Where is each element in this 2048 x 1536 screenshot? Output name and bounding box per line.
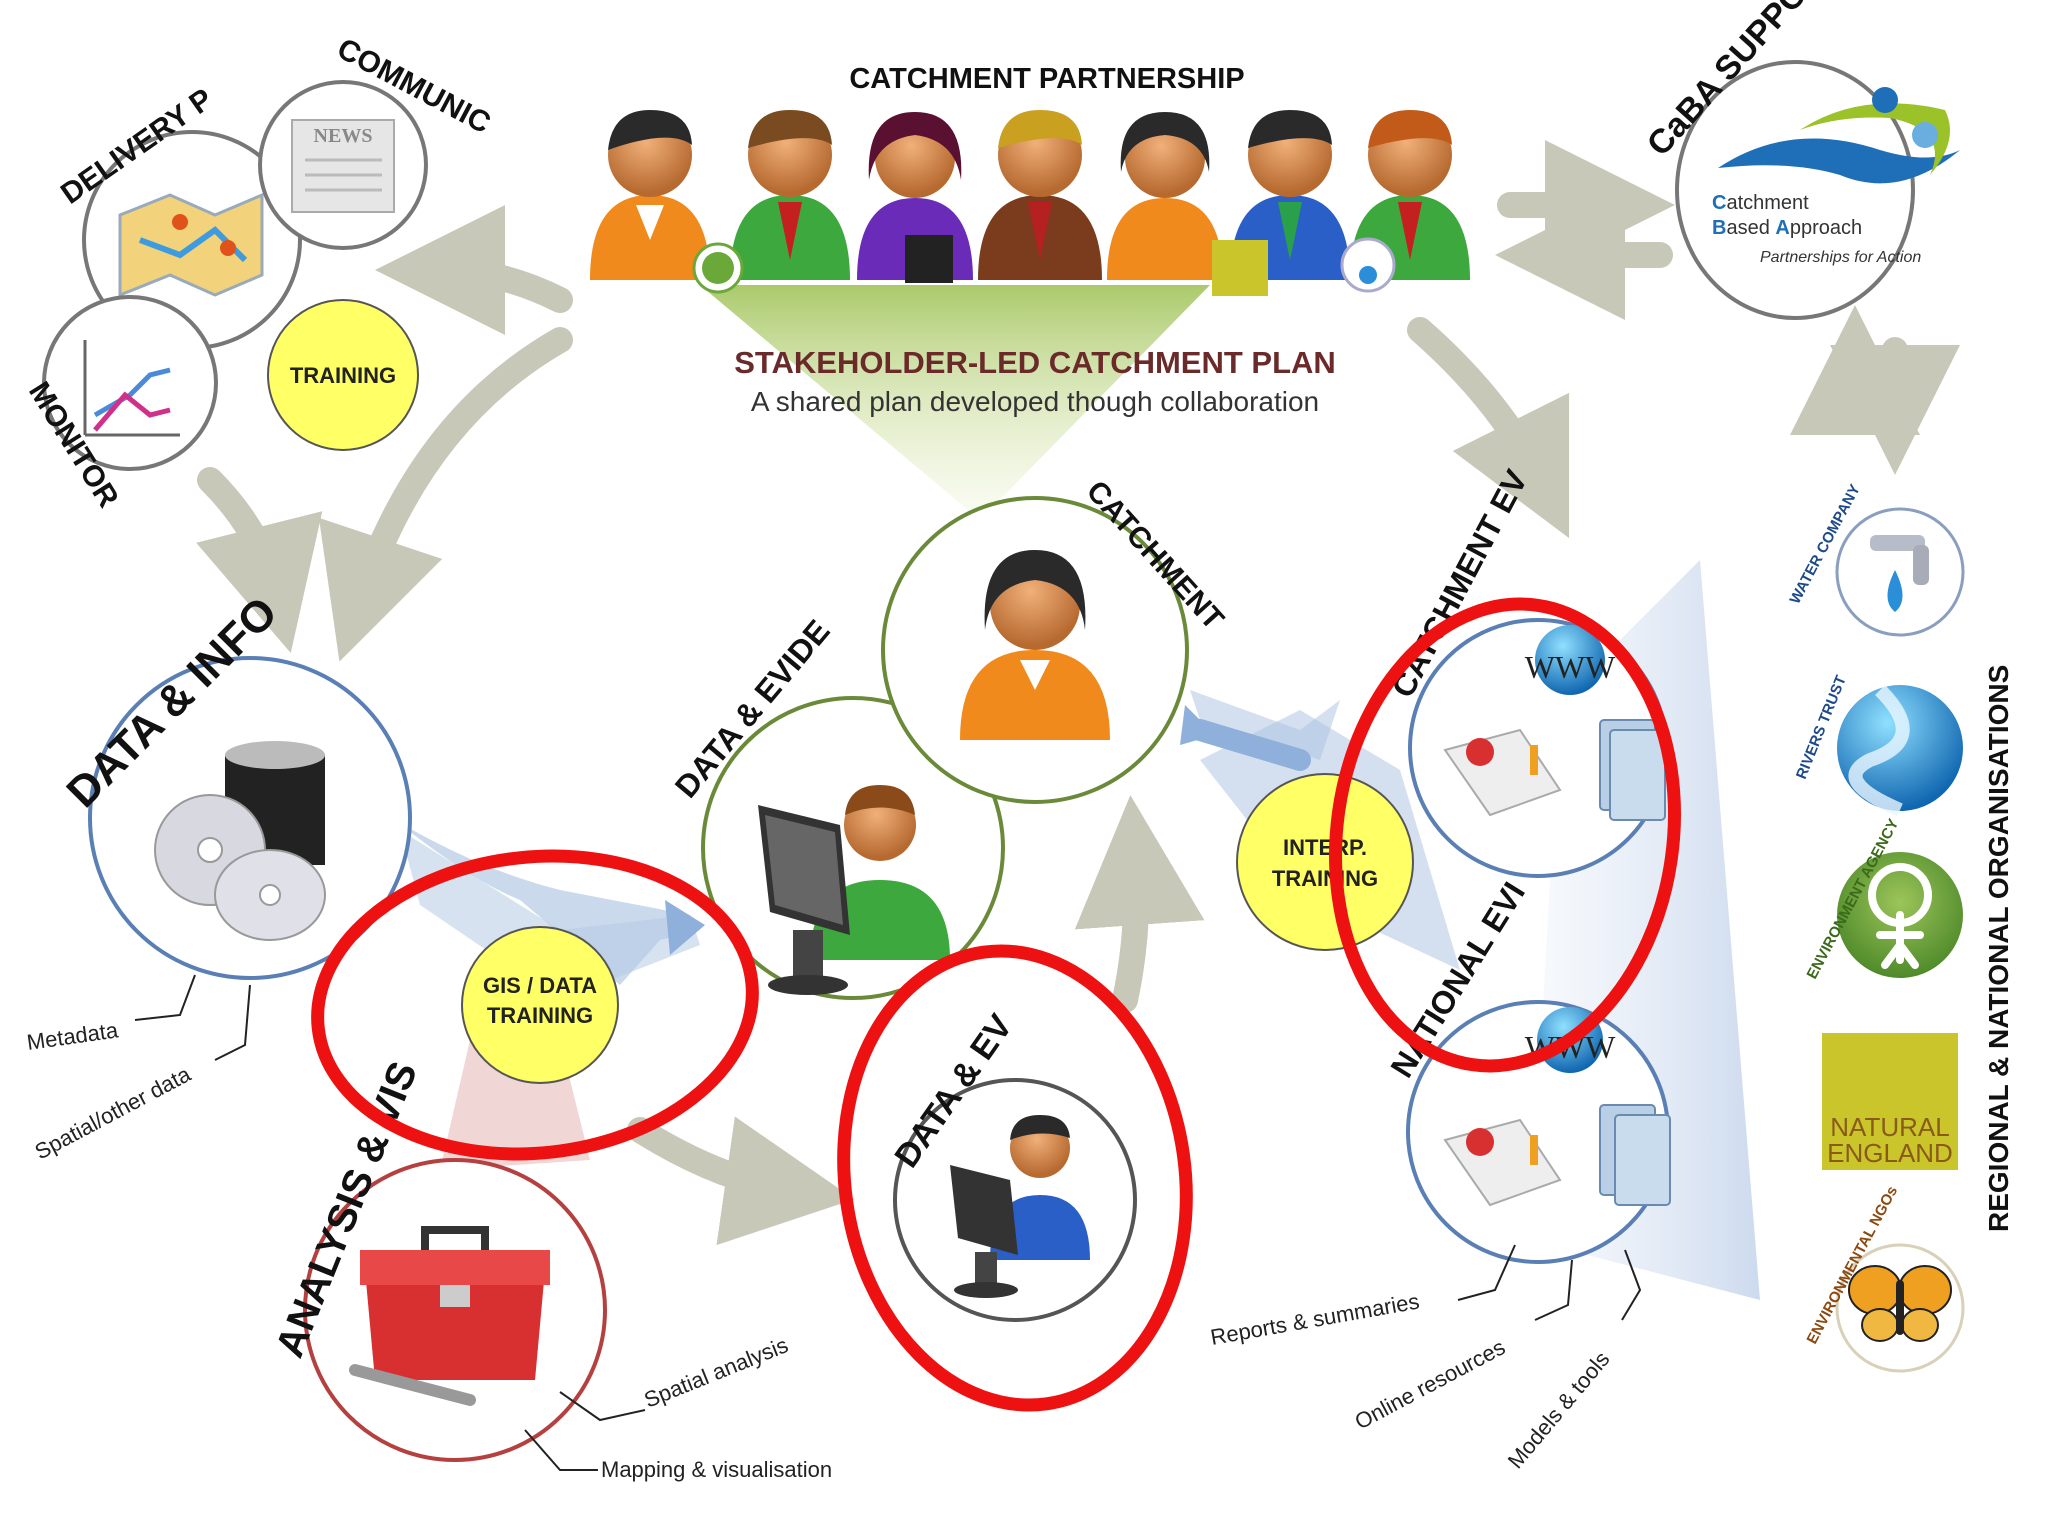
caba-support-node: Catchment Based Approach Partnerships fo… <box>1640 0 1960 320</box>
natural-england-line1: NATURAL <box>1830 1112 1949 1142</box>
highlight-gis-training <box>311 849 759 1161</box>
gis-training-bubble <box>461 926 619 1084</box>
wildlife-trust-badge-icon <box>905 235 953 283</box>
caba-logo-line2: Based Approach <box>1712 217 1862 239</box>
arrow-partnership-to-evidence <box>1407 317 1570 539</box>
natural-england-logo <box>1822 1033 1958 1170</box>
cd-stack-icon <box>154 741 326 941</box>
computer-user-blue-icon <box>950 1115 1090 1298</box>
natural-england-badge-icon <box>1212 240 1268 296</box>
data-info-node: DATA & INFO <box>57 588 412 980</box>
interp-training-bubble <box>1236 773 1414 951</box>
monitor-circle <box>42 295 218 471</box>
line-chart-icon <box>83 340 180 437</box>
toolbox-icon <box>349 1226 550 1406</box>
gis-training-line1: GIS / DATA <box>483 973 597 998</box>
arrow-evidence-to-catchment <box>1189 719 1311 771</box>
butterfly-icon <box>1848 1265 1952 1342</box>
caba-logo-line1: Catchment <box>1712 192 1809 214</box>
highlight-data-ev <box>837 944 1193 1412</box>
globe-icon <box>1535 625 1605 695</box>
spatial-data-leader <box>214 984 251 1061</box>
newspaper-icon <box>291 119 395 213</box>
training-label: TRAINING <box>290 363 396 388</box>
stakeholder-4 <box>978 110 1102 280</box>
plan-subtitle: A shared plan developed though collabora… <box>751 386 1319 417</box>
computer-user-icon <box>758 785 950 995</box>
water-tap-icon <box>1870 535 1929 612</box>
monitor-node: MONITOR <box>22 295 218 514</box>
metadata-callout: Metadata <box>25 1017 120 1055</box>
online-callout: Online resources <box>1351 1334 1510 1434</box>
models-callout: Models & tools <box>1503 1347 1615 1474</box>
training-bubble <box>267 299 419 451</box>
organisations-column: WATER COMPANY RIVERS TRUST ENVIRONMENT A… <box>1787 482 2014 1373</box>
water-tap-badge-icon <box>1340 237 1396 293</box>
highlight-catchment-evidence <box>1329 597 1681 1073</box>
arrow-partnership-to-data <box>318 327 573 662</box>
stakeholder-figures <box>590 110 1470 296</box>
interp-training-line2: TRAINING <box>1272 866 1378 891</box>
spatial-analysis-leader <box>559 1391 646 1422</box>
water-company-circle <box>1835 507 1965 637</box>
binders-icon-2 <box>1599 1104 1671 1206</box>
binders-icon <box>1599 719 1666 821</box>
models-leader <box>1621 1249 1642 1321</box>
highlight-ellipses <box>311 597 1681 1412</box>
caba-logo-frame <box>1675 60 1915 320</box>
reports-icon-2 <box>1443 1118 1562 1207</box>
arrow-evidence-to-catchment-head <box>1180 705 1215 745</box>
www-text-1: WWW <box>1525 649 1616 685</box>
map-icon <box>118 192 264 298</box>
stakeholder-2 <box>730 110 850 280</box>
partnership-title: CATCHMENT PARTNERSHIP <box>849 63 1244 95</box>
news-icon-text: NEWS <box>314 125 373 147</box>
reports-icon <box>1443 728 1562 817</box>
metadata-leader <box>134 974 196 1021</box>
partnership-cone <box>700 285 1210 520</box>
mapping-callout: Mapping & visualisation <box>601 1457 832 1482</box>
stakeholder-1 <box>590 110 710 280</box>
arrow-monitor-to-data <box>196 467 323 654</box>
data-ev-node: DATA & EV <box>887 1008 1137 1322</box>
arrow-gis-to-evide-head <box>665 900 705 955</box>
catchment-person-icon <box>960 550 1110 740</box>
grey-arrows <box>196 140 1960 1246</box>
natural-england-line2: ENGLAND <box>1827 1138 1953 1168</box>
online-leader <box>1534 1259 1573 1321</box>
gis-training-line2: TRAINING <box>487 1003 593 1028</box>
stakeholder-5 <box>1107 112 1223 280</box>
arrow-partnership-to-delivery <box>375 205 573 336</box>
regional-orgs-label: REGIONAL & NATIONAL ORGANISATIONS <box>1983 665 2014 1232</box>
spatial-analysis-callout: Spatial analysis <box>641 1332 792 1412</box>
communication-node: NEWS COMMUNIC <box>258 32 496 250</box>
caba-swoosh-icon <box>1718 138 1960 184</box>
caba-logo-tagline: Partnerships for Action <box>1760 249 1921 266</box>
spatial-data-callout: Spatial/other data <box>31 1061 196 1164</box>
reports-callout: Reports & summaries <box>1209 1289 1422 1350</box>
interp-training-line1: INTERP. <box>1283 835 1367 860</box>
plan-title: STAKEHOLDER-LED CATCHMENT PLAN <box>734 345 1336 380</box>
reports-leader <box>1457 1244 1516 1301</box>
mapping-leader <box>524 1429 598 1471</box>
evidence-arrow-band <box>1190 690 1340 760</box>
data-flow-band <box>400 830 700 1000</box>
catchment-evidence-node: WWW CATCHMENT EV <box>1384 463 1668 878</box>
arrow-dataev-to-catchment <box>1074 795 1205 1013</box>
arrow-gis-to-dataev <box>627 1116 855 1246</box>
catchment-node: CATCHMENT <box>881 475 1230 804</box>
